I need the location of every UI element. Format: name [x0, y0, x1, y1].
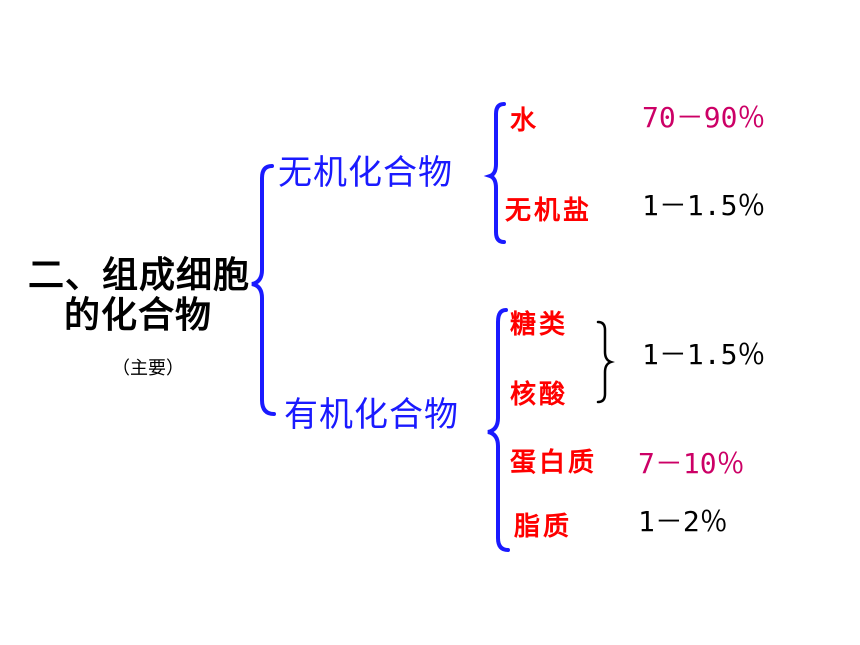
title-line-2: 的化合物: [64, 295, 213, 336]
category-inorganic: 无机化合物: [278, 153, 453, 193]
percent-protein: 7－10％: [638, 447, 745, 480]
percent-inorganic-salt: 1－1.5％: [642, 189, 766, 222]
item-water: 水: [510, 106, 540, 136]
inorganic-brace: [483, 102, 506, 244]
item-inorganic-salt: 无机盐: [505, 196, 593, 226]
percent-water: 70－90％: [642, 101, 766, 134]
item-sugars: 糖类: [510, 310, 569, 340]
title-note: （主要）: [112, 358, 184, 379]
sugar-nucleic-brace: [596, 320, 615, 404]
item-protein: 蛋白质: [510, 448, 598, 478]
item-nucleic-acid: 核酸: [510, 380, 569, 410]
item-lipid: 脂质: [514, 512, 573, 542]
main-brace: [251, 164, 276, 416]
category-organic: 有机化合物: [284, 395, 459, 435]
percent-lipid: 1－2％: [638, 505, 728, 538]
percent-sugar-nucleic: 1－1.5％: [642, 338, 766, 371]
organic-brace: [487, 308, 510, 552]
title-line-1: 二、组成细胞: [28, 255, 251, 296]
